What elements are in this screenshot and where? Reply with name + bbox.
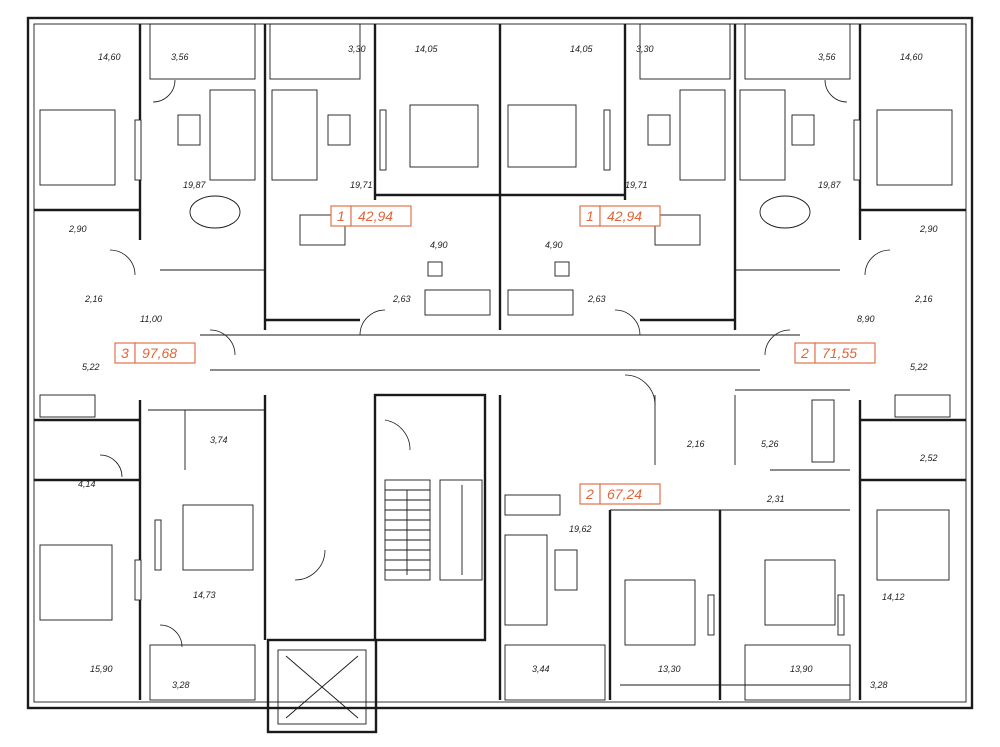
windows: [134, 109, 861, 636]
living-furniture: [177, 89, 815, 626]
apartment-room-count: 3: [121, 345, 129, 361]
room-area-label: 3,30: [636, 44, 654, 54]
apartment-room-count: 2: [800, 345, 809, 361]
room-area-label: 2,90: [68, 224, 87, 234]
room-area-label: 4,14: [78, 479, 96, 489]
room-area-label: 19,87: [183, 180, 207, 190]
apartment-area: 97,68: [142, 345, 177, 361]
beds: [39, 104, 953, 646]
room-area-label: 19,71: [625, 180, 648, 190]
room-area-label: 4,90: [545, 240, 563, 250]
room-area-label: 8,90: [857, 314, 875, 324]
room-area-label: 2,63: [392, 294, 411, 304]
room-area-label: 2,31: [766, 494, 785, 504]
room-area-label: 15,90: [90, 664, 113, 674]
room-area-label: 5,22: [910, 362, 928, 372]
room-area-label: 5,26: [761, 439, 779, 449]
room-area-label: 2,63: [587, 294, 606, 304]
room-area-label: 3,28: [172, 680, 190, 690]
apartment-area: 42,94: [358, 208, 393, 224]
room-area-label: 3,30: [348, 44, 366, 54]
room-area-label: 2,16: [686, 439, 705, 449]
room-area-label: 19,71: [350, 180, 373, 190]
room-area-label: 2,90: [919, 224, 938, 234]
room-area-label: 4,90: [430, 240, 448, 250]
room-area-label: 14,05: [415, 44, 439, 54]
room-area-label: 13,90: [790, 664, 813, 674]
room-area-label: 11,00: [140, 314, 162, 324]
doors: [99, 79, 891, 648]
room-area-label: 19,87: [818, 180, 842, 190]
room-area-label: 2,16: [914, 294, 933, 304]
room-area-label: 14,60: [98, 52, 121, 62]
room-area-label: 14,73: [193, 590, 216, 600]
room-area-label: 3,74: [210, 435, 228, 445]
apartment-room-count: 1: [337, 208, 345, 224]
apartment-area: 67,24: [607, 486, 642, 502]
room-area-label: 14,05: [570, 44, 594, 54]
apartment-room-count: 2: [585, 486, 594, 502]
room-area-labels: 14,60 3,56 3,30 14,05 14,05 3,30 3,56 14,60 19,8…: [68, 44, 938, 690]
room-area-label: 5,22: [82, 362, 100, 372]
room-area-label: 19,62: [569, 524, 592, 534]
apartment-area: 71,55: [822, 345, 857, 361]
room-area-label: 3,28: [870, 680, 888, 690]
room-area-label: 14,60: [900, 52, 923, 62]
room-area-label: 2,52: [919, 453, 938, 463]
room-area-label: 3,44: [532, 664, 550, 674]
room-area-label: 3,56: [171, 52, 189, 62]
stairs: [384, 479, 483, 581]
bath-fixtures: [39, 261, 951, 463]
apartment-area: 42,94: [607, 208, 642, 224]
room-area-label: 14,12: [882, 592, 905, 602]
room-area-label: 3,56: [818, 52, 836, 62]
apartment-room-count: 1: [586, 208, 594, 224]
balconies: [149, 23, 851, 701]
room-area-label: 2,16: [84, 294, 103, 304]
room-area-label: 13,30: [658, 664, 681, 674]
